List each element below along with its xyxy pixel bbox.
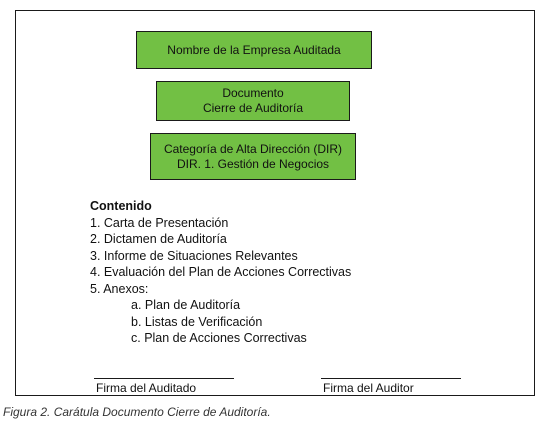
category-box: Categoría de Alta Dirección (DIR) DIR. 1… <box>150 133 356 180</box>
contents-title: Contenido <box>90 199 152 213</box>
document-title-box: Documento Cierre de Auditoría <box>156 81 350 121</box>
contents-item: 4. Evaluación del Plan de Acciones Corre… <box>90 265 352 279</box>
contents-item: 2. Dictamen de Auditoría <box>90 232 227 246</box>
contents-subitem: a. Plan de Auditoría <box>131 298 241 312</box>
contents-list: Contenido 1. Carta de Presentación 2. Di… <box>90 198 351 347</box>
company-name-text: Nombre de la Empresa Auditada <box>167 42 341 57</box>
signature-auditor: Firma del Auditor <box>321 378 461 395</box>
contents-item: 5. Anexos: <box>90 281 149 296</box>
company-name-box: Nombre de la Empresa Auditada <box>136 31 372 69</box>
category-line2: DIR. 1. Gestión de Negocios <box>176 156 330 171</box>
signature-auditado-label: Firma del Auditado <box>96 381 197 395</box>
category-line1: Categoría de Alta Dirección (DIR) <box>163 141 343 156</box>
document-title-line2: Cierre de Auditoría <box>202 101 304 115</box>
contents-item: 1. Carta de Presentación <box>90 215 229 230</box>
contents-subitem: c. Plan de Acciones Correctivas <box>131 331 307 345</box>
signature-line <box>94 378 234 379</box>
contents-item: 3. Informe de Situaciones Relevantes <box>90 248 298 263</box>
contents-subitem: b. Listas de Verificación <box>131 314 263 329</box>
cover-page-frame: Nombre de la Empresa Auditada Documento … <box>15 10 535 396</box>
figure-caption: Figura 2. Carátula Documento Cierre de A… <box>3 405 271 419</box>
document-title-line1: Documento <box>222 86 284 100</box>
signature-line <box>321 378 461 379</box>
signature-auditado: Firma del Auditado <box>94 378 234 395</box>
signature-auditor-label: Firma del Auditor <box>323 381 414 395</box>
